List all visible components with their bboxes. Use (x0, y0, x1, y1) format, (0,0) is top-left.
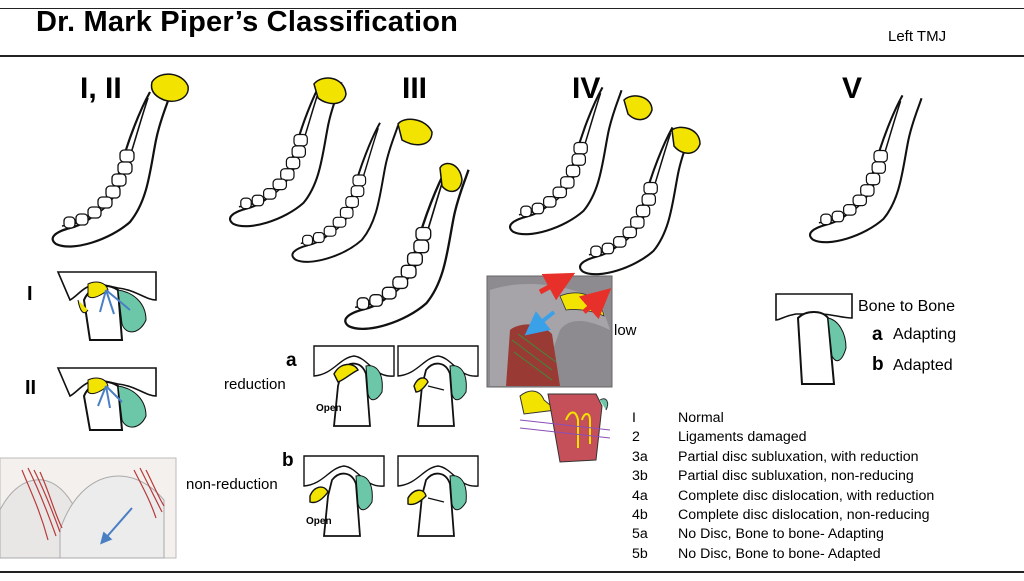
legend-row: 4a Complete disc dislocation, with reduct… (632, 487, 934, 506)
legend-code: I (632, 410, 636, 426)
legend-row: 3a Partial disc subluxation, with reducti… (632, 448, 934, 467)
legend-row: 5a No Disc, Bone to bone- Adapting (632, 525, 934, 544)
legend-code: 4b (632, 507, 648, 524)
legend-text: Partial disc subluxation, non-reducing (678, 468, 914, 485)
top-rule (0, 8, 1024, 9)
joint-3a-closed (313, 345, 395, 427)
stage3-a-letter: a (286, 350, 297, 371)
legend-code: 3a (632, 448, 648, 465)
open-label-b: Open (306, 516, 332, 527)
histology-image (0, 457, 177, 559)
legend-row: 4b Complete disc dislocation, non-reducin… (632, 506, 934, 525)
stage4-partial-label: low (614, 322, 637, 339)
legend-text: Normal (678, 410, 724, 426)
legend-row: 5b No Disc, Bone to bone- Adapted (632, 545, 934, 564)
bottom-rule (0, 571, 1024, 573)
stage5-b-letter: b (872, 354, 884, 375)
joint-3a-open (397, 345, 479, 427)
stage5-a-letter: a (872, 324, 883, 345)
legend-text: Ligaments damaged (678, 429, 807, 446)
stage3-b-letter: b (282, 450, 294, 471)
joint-ii (56, 367, 157, 431)
col-heading-v: V (842, 72, 863, 105)
legend-text: Partial disc subluxation, with reduction (678, 448, 919, 465)
mandible-v (808, 94, 923, 244)
mandible-iii-2 (291, 118, 433, 263)
side-label: Left TMJ (888, 28, 947, 45)
legend-text: No Disc, Bone to bone- Adapted (678, 545, 881, 562)
stage-iv-colored-joint (519, 390, 611, 463)
legend-text: No Disc, Bone to bone- Adapting (678, 526, 884, 543)
legend-code: 4a (632, 487, 648, 504)
legend-row: 2 Ligaments damaged (632, 428, 934, 447)
mandible-i-ii (51, 73, 189, 248)
legend-code: 2 (632, 429, 640, 446)
stage3-b-label: non-reduction (186, 476, 278, 493)
legend-code: 3b (632, 468, 648, 485)
stage-iv-photo (486, 272, 613, 388)
legend-text: Complete disc dislocation, non-reducing (678, 507, 930, 524)
joint-i (56, 271, 157, 341)
legend-row: I Normal (632, 409, 934, 428)
joint-v (775, 293, 853, 385)
stage5-title: Bone to Bone (858, 298, 955, 315)
open-label-a: Open (316, 403, 342, 414)
stage5-b-label: Adapted (893, 357, 953, 374)
stage3-a-label: reduction (224, 376, 286, 393)
legend-code: 5b (632, 545, 648, 562)
mandible-iii-1 (228, 77, 347, 228)
mandible-iv-2 (578, 126, 701, 276)
row-label-i: I (27, 283, 33, 305)
stage5-a-label: Adapting (893, 326, 957, 343)
page-title: Dr. Mark Piper’s Classification (36, 6, 459, 38)
legend-text: Complete disc dislocation, with reductio… (678, 487, 935, 504)
mandible-iii-3 (344, 162, 470, 331)
header-rule (0, 55, 1024, 57)
legend-code: 5a (632, 526, 648, 543)
row-label-ii: II (25, 377, 37, 399)
col-heading-i-ii: I, II (80, 72, 122, 105)
joint-3b-open (397, 455, 479, 537)
mandible-iv-1 (508, 86, 653, 236)
col-heading-iii: III (402, 72, 428, 105)
legend-row: 3b Partial disc subluxation, non-reducing (632, 467, 934, 486)
joint-3b-closed (303, 455, 385, 537)
